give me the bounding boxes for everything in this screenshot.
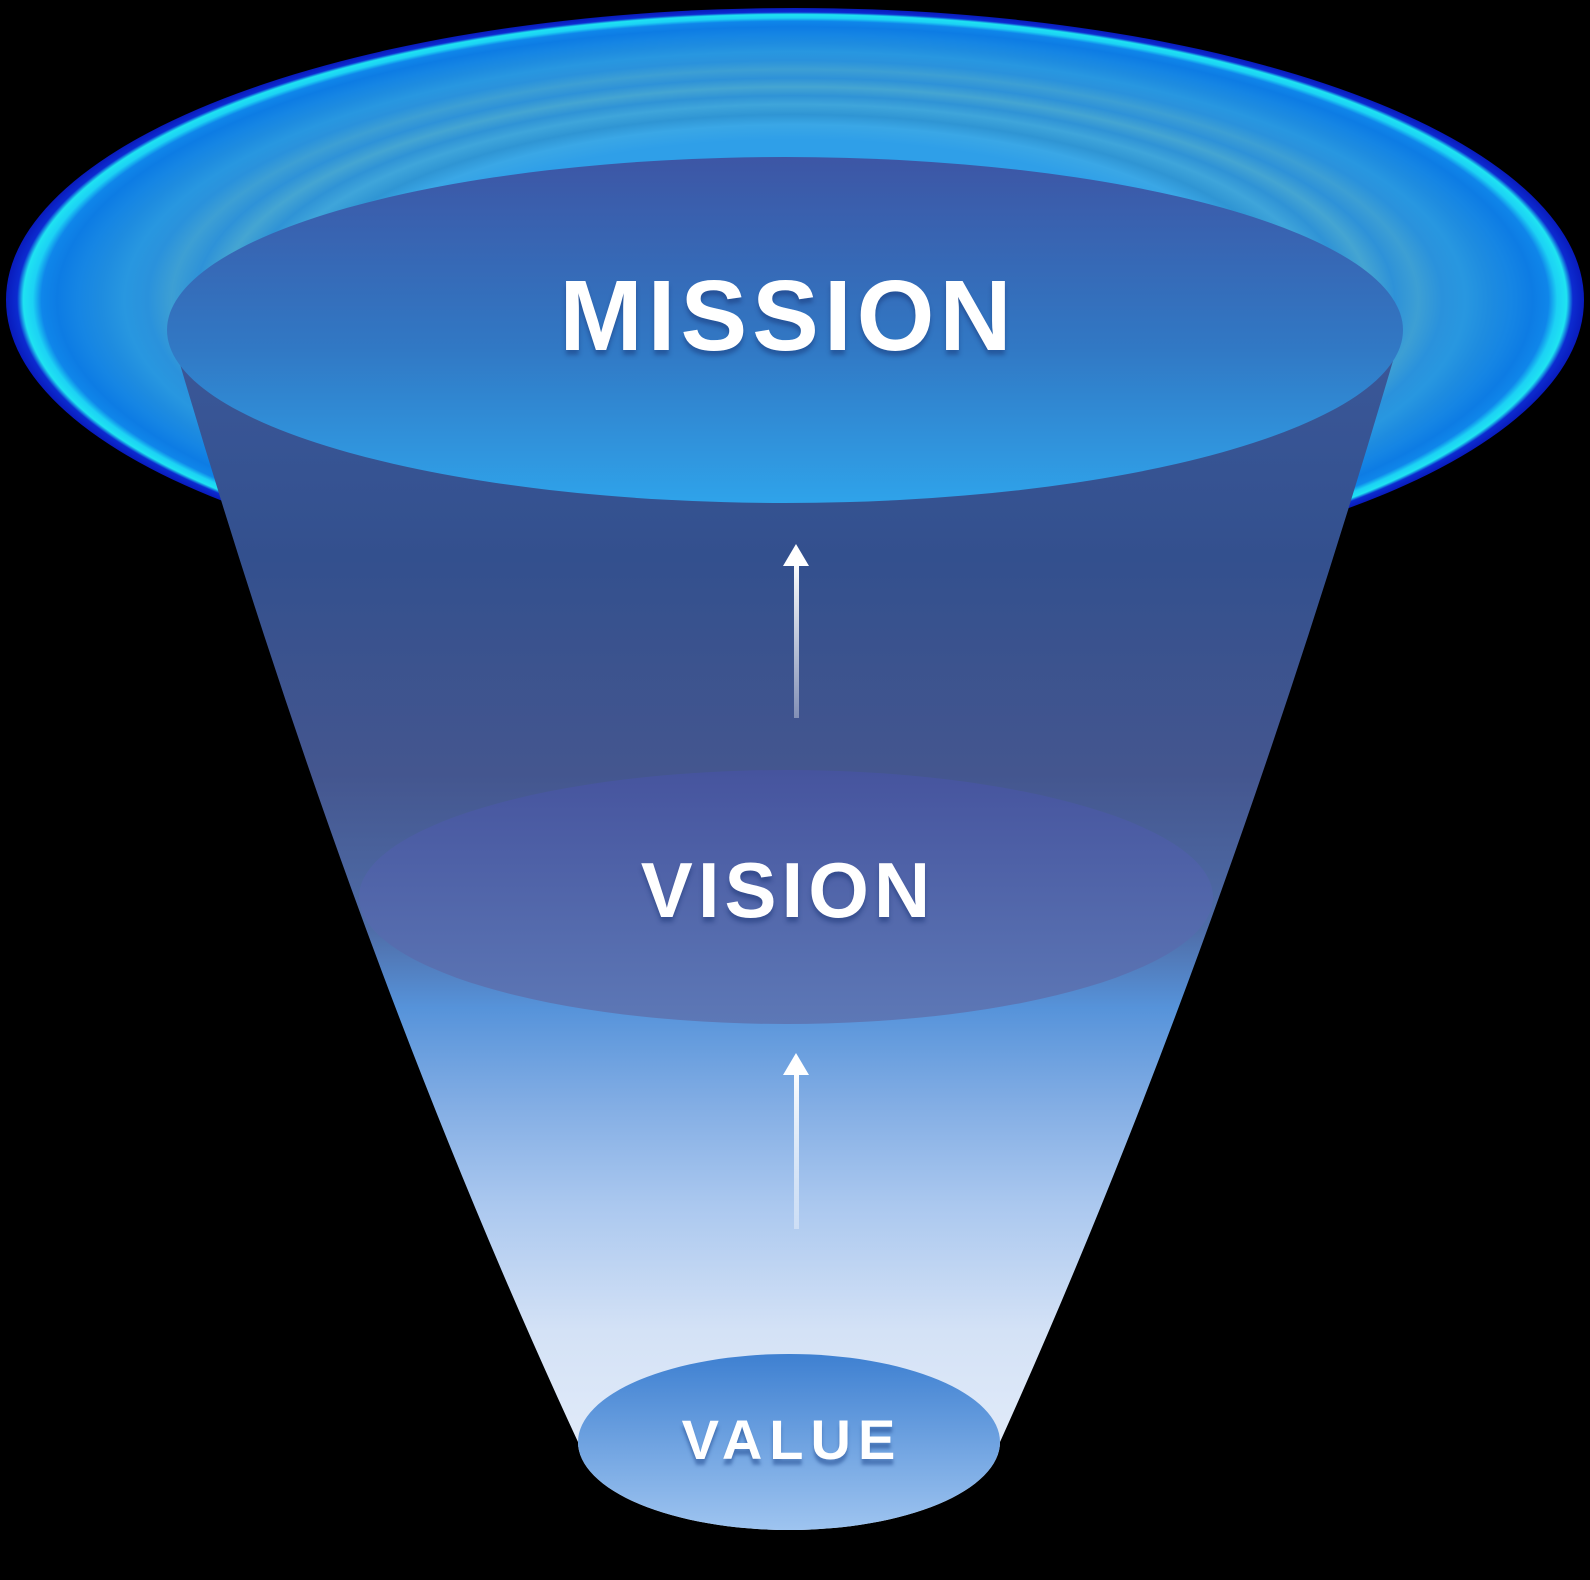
mission-ellipse (167, 157, 1403, 503)
arrow-shaft (794, 1070, 799, 1229)
value-ellipse (578, 1354, 1000, 1530)
mission-label: MISSION (559, 260, 1016, 372)
arrow-head (783, 544, 809, 566)
vision-ellipse (359, 770, 1213, 1024)
value-label: VALUE (682, 1408, 903, 1471)
arrow-up-icon (783, 544, 809, 718)
arrow-up-icon (783, 1053, 809, 1229)
arrow-shaft (794, 561, 799, 718)
vision-label: VISION (641, 846, 935, 934)
arrow-head (783, 1053, 809, 1075)
